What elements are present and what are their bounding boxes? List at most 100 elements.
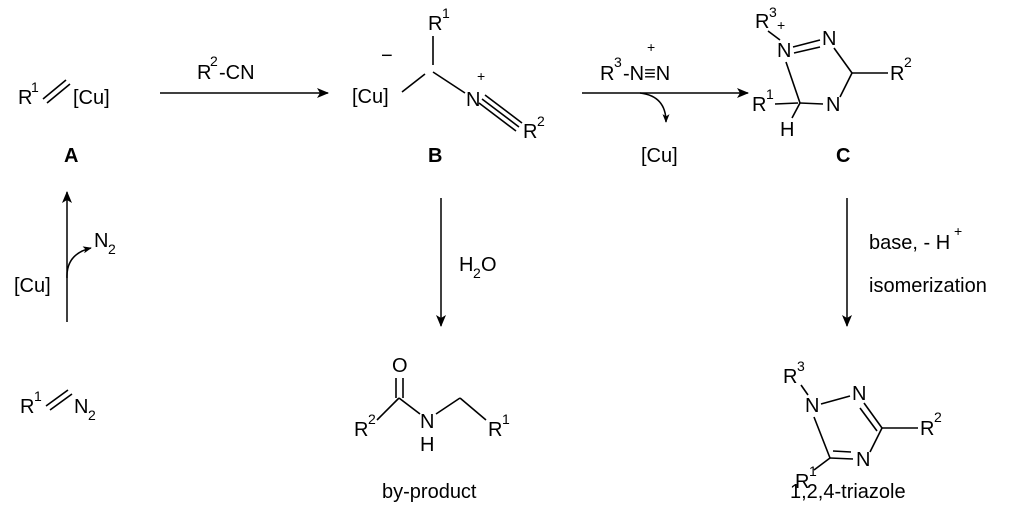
c-h-label: H (780, 119, 794, 141)
byproduct-r1-sup: 1 (502, 411, 510, 427)
c-c5-n1-bond (785, 61, 801, 104)
b-compound-label: B (428, 145, 442, 167)
diazo-double-bond-1 (45, 389, 69, 407)
arrow-diazo-to-a: [Cu] N 2 (14, 191, 116, 322)
diazo-n-sub: 2 (88, 407, 96, 423)
byproduct-ch2-r1-bond (459, 397, 487, 421)
byproduct-r2-label: R (354, 419, 368, 441)
c-c5-r1-bond (774, 102, 799, 105)
triazole-n1-n2-bond (820, 395, 851, 405)
b-minus: − (381, 45, 393, 67)
water-o-label: O (481, 254, 497, 276)
triazole-r2-sup: 2 (934, 409, 942, 425)
byproduct-n-label: N (420, 411, 434, 433)
reagent-r2cn-sup: 2 (210, 53, 218, 69)
diazo-n-label: N (74, 396, 88, 418)
triazole-n2-label: N (852, 383, 866, 405)
c-n2-label: N (822, 28, 836, 50)
reagent-azide-plus: + (647, 39, 655, 55)
b-r2-label: R (523, 121, 537, 143)
released-n2-label: N (94, 230, 108, 252)
b-c-n-bond (432, 71, 466, 94)
a-cu-label: [Cu] (73, 87, 110, 109)
c-n4-c5-bond (799, 102, 824, 105)
b-r2-sup: 2 (537, 113, 545, 129)
b-triple-bond-2 (484, 94, 523, 124)
b-triple-bond-1 (481, 98, 520, 128)
triazole-n2-c3-bond (863, 402, 883, 429)
triazole-r3-sup: 3 (797, 358, 805, 374)
released-cu-label: [Cu] (641, 145, 678, 167)
c-n4-label: N (826, 94, 840, 116)
reagent-azide-r: R (600, 63, 614, 85)
cu-release-curved-arrow (639, 92, 670, 123)
byproduct-r2-sup: 2 (368, 411, 376, 427)
arrow-a-to-b: R 2 -CN (160, 53, 329, 98)
triazole-caption: 1,2,4-triazole (790, 481, 906, 503)
b-r1-label: R (428, 13, 442, 35)
water-sub: 2 (473, 265, 481, 281)
triazole-c5-n1-bond (813, 416, 831, 459)
b-triple-bond-3 (478, 102, 517, 132)
c-n1-n2-bond (792, 39, 821, 48)
diazo-double-bond-2 (49, 393, 73, 411)
n2-release-curved-arrow (66, 246, 92, 279)
triazole-n2-c3-bond-2 (859, 407, 878, 432)
byproduct-r1-label: R (488, 419, 502, 441)
byproduct-o-label: O (392, 355, 408, 377)
diazo-r-label: R (20, 396, 34, 418)
byproduct-amide: O R 2 N H R 1 by-product (354, 355, 510, 503)
b-cu-c-bond (401, 73, 426, 93)
triazole-r1-sup: 1 (809, 463, 817, 479)
species-c: R 3 + N N N R 2 R 1 H C (752, 4, 912, 167)
c-n1-label: N (777, 40, 791, 62)
arrow-b-to-c: R 3 -N≡N + [Cu] (582, 39, 749, 167)
c-r3-sup: 3 (769, 4, 777, 20)
byproduct-n-ch2-bond (435, 397, 461, 415)
c-r2-label: R (890, 63, 904, 85)
diazo-r-sup: 1 (34, 388, 42, 404)
b-r1-sup: 1 (442, 5, 450, 21)
triazole-r1-label: R (795, 471, 809, 493)
byproduct-h-label: H (420, 434, 434, 456)
triazole-c5-r1-bond (813, 457, 831, 471)
reagent-azide-rest: -N≡N (623, 63, 670, 85)
diazo-compound: R 1 N 2 (20, 388, 96, 423)
arrow-b-to-byproduct: H 2 O (436, 198, 497, 327)
triazole-r3-label: R (783, 366, 797, 388)
triazole-r2-label: R (920, 418, 934, 440)
arrow-c-to-triazole: base, - H + isomerization (842, 198, 987, 327)
water-h-label: H (459, 254, 473, 276)
triazole-r3-n-bond (800, 384, 809, 396)
catalyst-cu-label: [Cu] (14, 275, 51, 297)
c-r1-label: R (752, 94, 766, 116)
c-r3-label: R (755, 11, 769, 33)
a-r-sup: 1 (31, 79, 39, 95)
byproduct-r2-c-bond (376, 397, 400, 421)
b-n-plus: + (477, 68, 485, 84)
b-cu-label: [Cu] (352, 86, 389, 108)
triazole-n4-c5-bond (829, 457, 854, 460)
triazole-n4-label: N (856, 449, 870, 471)
a-double-bond-1 (42, 79, 67, 100)
base-condition-sup: + (954, 223, 962, 239)
c-plus: + (777, 17, 785, 33)
c-n2-c3-bond (833, 47, 853, 74)
species-a: R 1 [Cu] A (18, 79, 110, 167)
c-r1-sup: 1 (766, 86, 774, 102)
c-r2-sup: 2 (904, 54, 912, 70)
c-c3-n4-bond (839, 72, 853, 98)
byproduct-c-n-bond (398, 397, 421, 415)
reagent-r2cn-rest: -CN (219, 62, 255, 84)
a-r-label: R (18, 87, 32, 109)
base-condition-line1: base, - H (869, 232, 950, 254)
a-double-bond-2 (46, 83, 71, 104)
triazole-c3-n4-bond (869, 427, 883, 453)
b-n-label: N (466, 89, 480, 111)
species-b: R 1 − [Cu] N + R 2 B (352, 5, 545, 167)
c-c5-h-bond (791, 102, 801, 119)
reagent-r2cn-r: R (197, 62, 211, 84)
reagent-azide-sup: 3 (614, 54, 622, 70)
triazole-n4-c5-bond-2 (832, 450, 852, 453)
